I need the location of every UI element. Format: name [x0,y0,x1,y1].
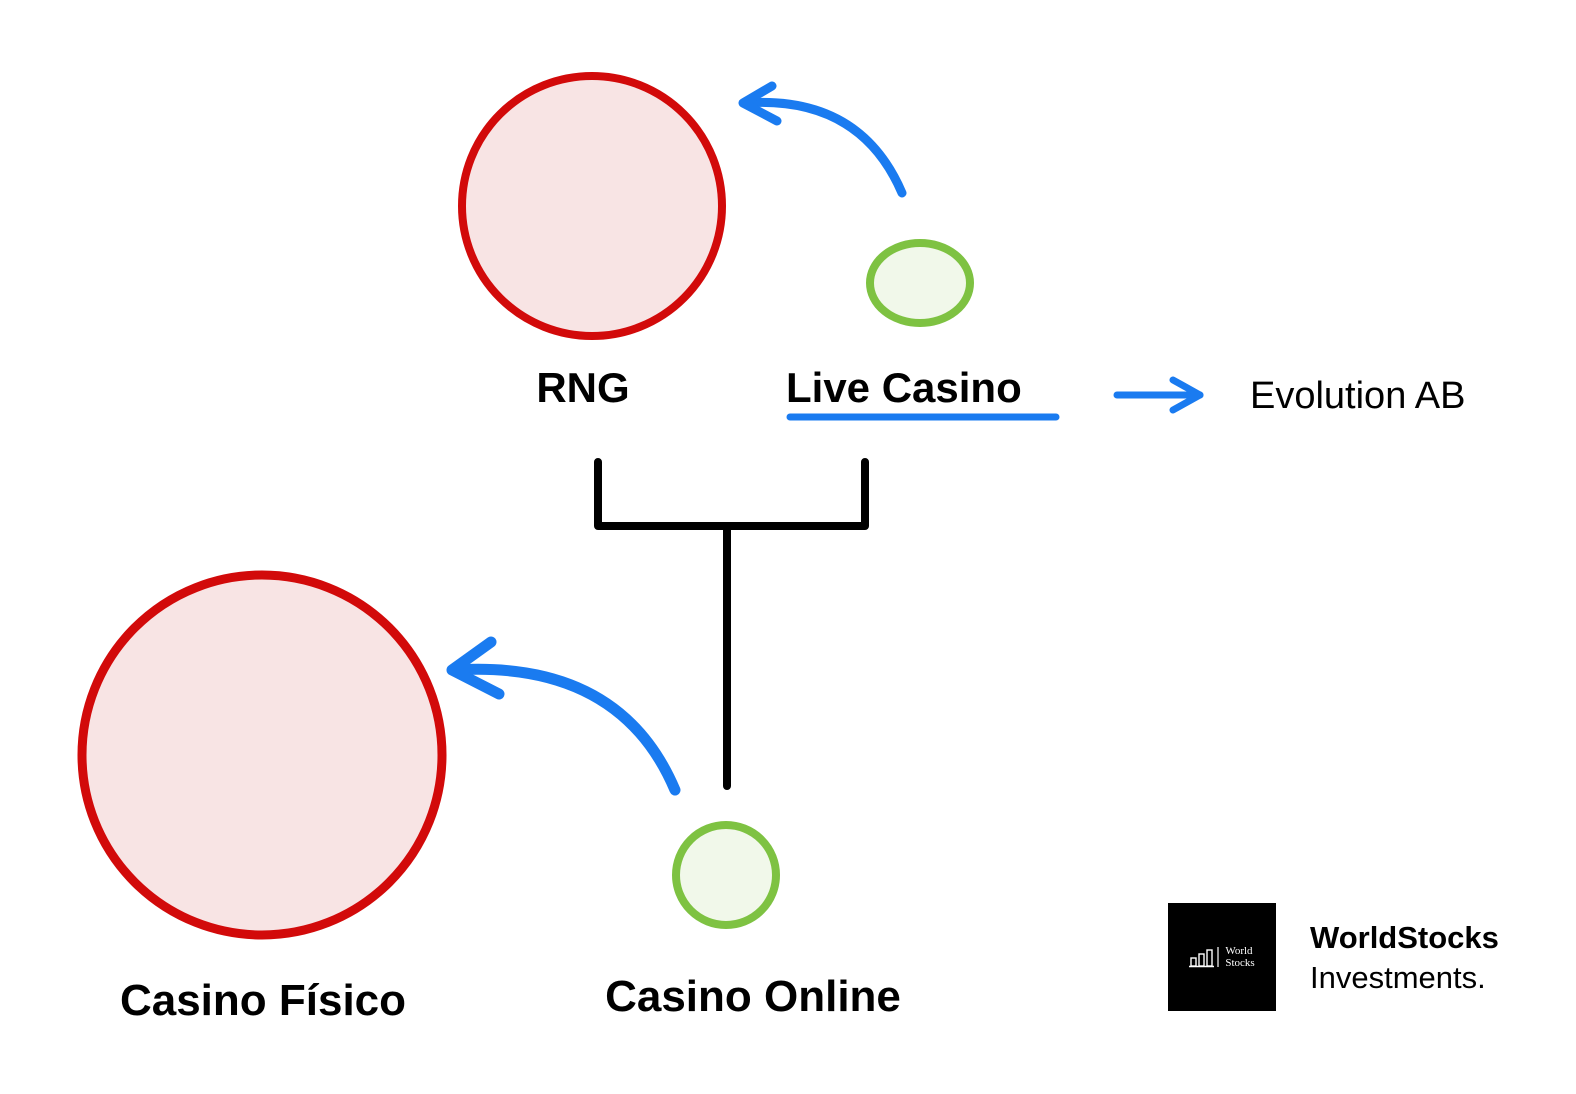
logo-subtitle: Investments. [1310,960,1486,995]
evolution-label: Evolution AB [1250,375,1465,417]
casino-fisico-circle [77,570,447,940]
bar-chart-icon [1189,947,1219,968]
logo-mark-line1: World [1225,945,1253,957]
casino-fisico-label: Casino Físico [120,976,406,1025]
casino-online-label: Casino Online [605,972,901,1021]
logo-name: WorldStocks [1310,920,1499,955]
online-to-fisico-arrowhead [446,636,505,700]
live-casino-circle [866,239,974,327]
worldstocks-logo-mark: World Stocks [1168,903,1276,1011]
tree-connector [594,458,869,790]
online-to-fisico-arrow [449,663,681,796]
rng-label: RNG [536,364,629,411]
live-to-rng-arrowhead [738,81,782,126]
casino-online-circle [672,821,780,929]
rng-circle [458,72,726,340]
live-to-rng-arrow [740,97,907,198]
logo-mark-line2: Stocks [1225,957,1255,969]
live-casino-label: Live Casino [786,364,1022,411]
evolution-arrowhead [1169,376,1204,414]
